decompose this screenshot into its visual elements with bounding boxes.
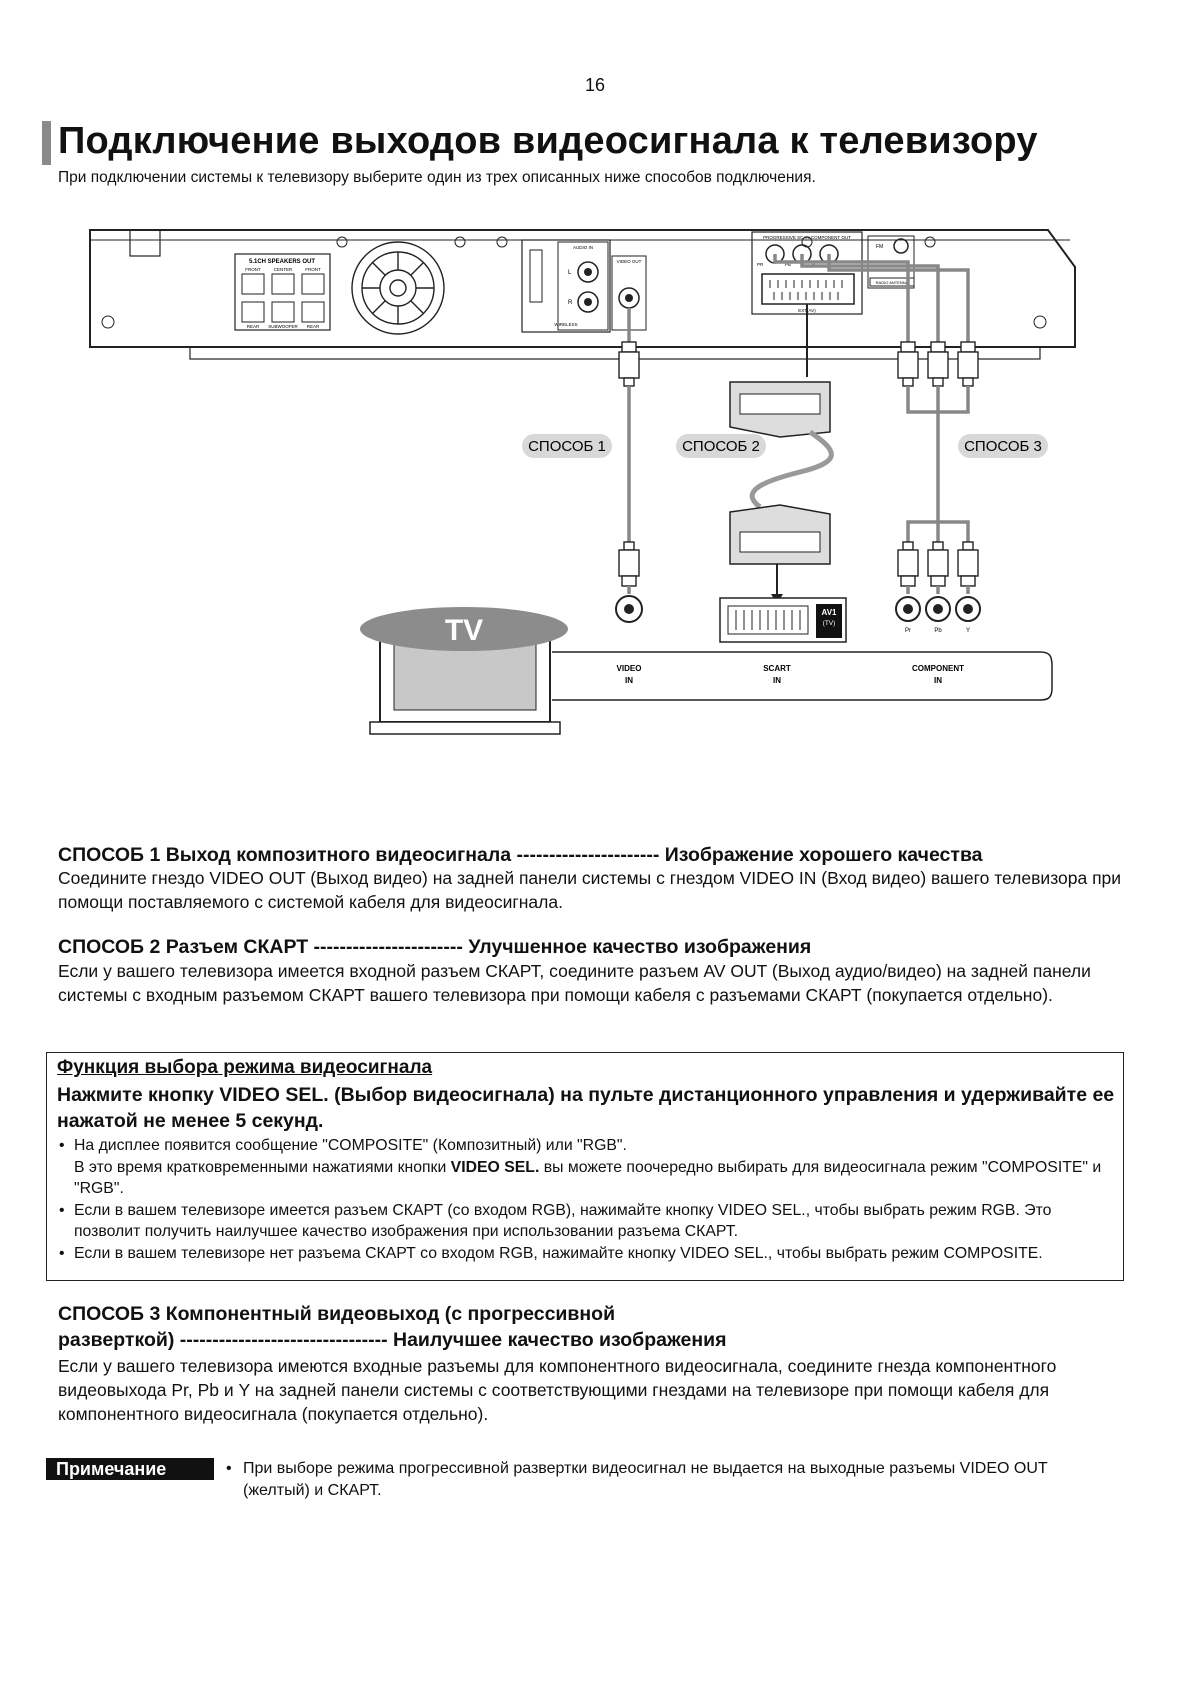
- svg-text:FM: FM: [876, 244, 883, 250]
- svg-text:PR: PR: [757, 262, 764, 267]
- note-text: При выборе режима прогрессивной развертк…: [226, 1458, 1103, 1502]
- list-item: Если в вашем телевизоре нет разъема СКАР…: [57, 1243, 1117, 1265]
- method1-label: СПОСОБ 1: [528, 438, 606, 455]
- method2-text: Если у вашего телевизора имеется входной…: [58, 961, 1091, 1005]
- speakers-out-block: 5.1CH SPEAKERS OUT FRONT CENTER FRONT RE…: [234, 253, 331, 331]
- list-item: На дисплее появится сообщение "COMPOSITE…: [57, 1135, 1117, 1200]
- svg-text:IN: IN: [934, 676, 942, 685]
- svg-text:(TV): (TV): [823, 620, 836, 627]
- connection-diagram: 5.1CH SPEAKERS OUT FRONT CENTER FRONT RE…: [89, 229, 1076, 735]
- audio-video-block: WIRELESS AUDIO IN L R VIDEO OUT: [521, 239, 647, 333]
- svg-text:IN: IN: [625, 676, 633, 685]
- component-cable-top: [773, 254, 970, 342]
- svg-text:SUBWOOFER: SUBWOOFER: [268, 324, 298, 329]
- svg-text:RADIO ANTENNA: RADIO ANTENNA: [876, 280, 909, 285]
- scart-cable: [729, 304, 834, 604]
- method3-heading-line1: СПОСОБ 3 Компонентный видеовыход (с прог…: [58, 1303, 616, 1325]
- svg-text:Pr: Pr: [905, 628, 911, 634]
- method3-heading-line2: разверткой) ----------------------------…: [58, 1329, 727, 1351]
- page-subtitle: При подключении системы к телевизору выб…: [58, 169, 816, 186]
- svg-text:AUDIO IN: AUDIO IN: [573, 245, 593, 250]
- cooling-fan: [351, 241, 445, 335]
- page-number: 16: [584, 75, 606, 95]
- box-title: Функция выбора режима видеосигнала: [57, 1057, 433, 1078]
- note-label: Примечание: [46, 1458, 214, 1480]
- method-labels: СПОСОБ 1 СПОСОБ 2 СПОСОБ 3: [522, 434, 1048, 458]
- svg-text:FRONT: FRONT: [245, 267, 261, 272]
- method2-label: СПОСОБ 2: [682, 438, 760, 455]
- svg-text:PROGRESSIVE SCAN COMPONENT OUT: PROGRESSIVE SCAN COMPONENT OUT: [763, 235, 851, 240]
- svg-text:VIDEO: VIDEO: [617, 664, 642, 673]
- svg-text:VIDEO OUT: VIDEO OUT: [617, 259, 642, 264]
- svg-text:REAR: REAR: [247, 324, 260, 329]
- svg-text:Y: Y: [966, 628, 970, 634]
- svg-text:PB: PB: [785, 262, 791, 267]
- video-cable: [618, 308, 640, 594]
- svg-text:R: R: [568, 300, 573, 306]
- video-mode-info-box: [46, 1052, 1124, 1281]
- svg-text:FRONT: FRONT: [305, 267, 321, 272]
- method2-heading: СПОСОБ 2 Разъем СКАРТ ------------------…: [58, 936, 812, 958]
- svg-text:REAR: REAR: [307, 324, 320, 329]
- page-title: Подключение выходов видеосигнала к телев…: [58, 120, 1038, 162]
- tv-inputs: AV1 (TV) Pr Pb Y VIDEO IN SCART IN COMPO…: [615, 595, 981, 685]
- svg-text:L: L: [568, 270, 572, 276]
- box-heading: Нажмите кнопку VIDEO SEL. (Выбор видеоси…: [57, 1084, 1115, 1132]
- method3-label: СПОСОБ 3: [964, 438, 1042, 455]
- svg-text:COMPONENT: COMPONENT: [912, 664, 964, 673]
- svg-text:WIRELESS: WIRELESS: [554, 322, 577, 327]
- tv-label: TV: [445, 614, 483, 647]
- list-item: Если в вашем телевизоре имеется разъем С…: [57, 1200, 1117, 1243]
- method3-text: Если у вашего телевизора имеются входные…: [58, 1356, 1057, 1424]
- svg-text:IN: IN: [773, 676, 781, 685]
- svg-text:SCART: SCART: [763, 664, 791, 673]
- component-plugs-top: [897, 341, 979, 387]
- svg-text:Pb: Pb: [934, 628, 942, 634]
- svg-text:CENTER: CENTER: [274, 267, 293, 272]
- component-plugs-bottom: [897, 541, 979, 587]
- tv-set: TV: [360, 607, 1053, 735]
- speakers-out-label: 5.1CH SPEAKERS OUT: [249, 259, 315, 265]
- box-bullet-list: На дисплее появится сообщение "COMPOSITE…: [57, 1135, 1117, 1264]
- svg-text:AV1: AV1: [822, 608, 838, 617]
- title-accent-bar: [42, 121, 51, 165]
- method1-text: Соедините гнездо VIDEO OUT (Выход видео)…: [58, 868, 1122, 912]
- method1-heading: СПОСОБ 1 Выход композитного видеосигнала…: [58, 844, 983, 866]
